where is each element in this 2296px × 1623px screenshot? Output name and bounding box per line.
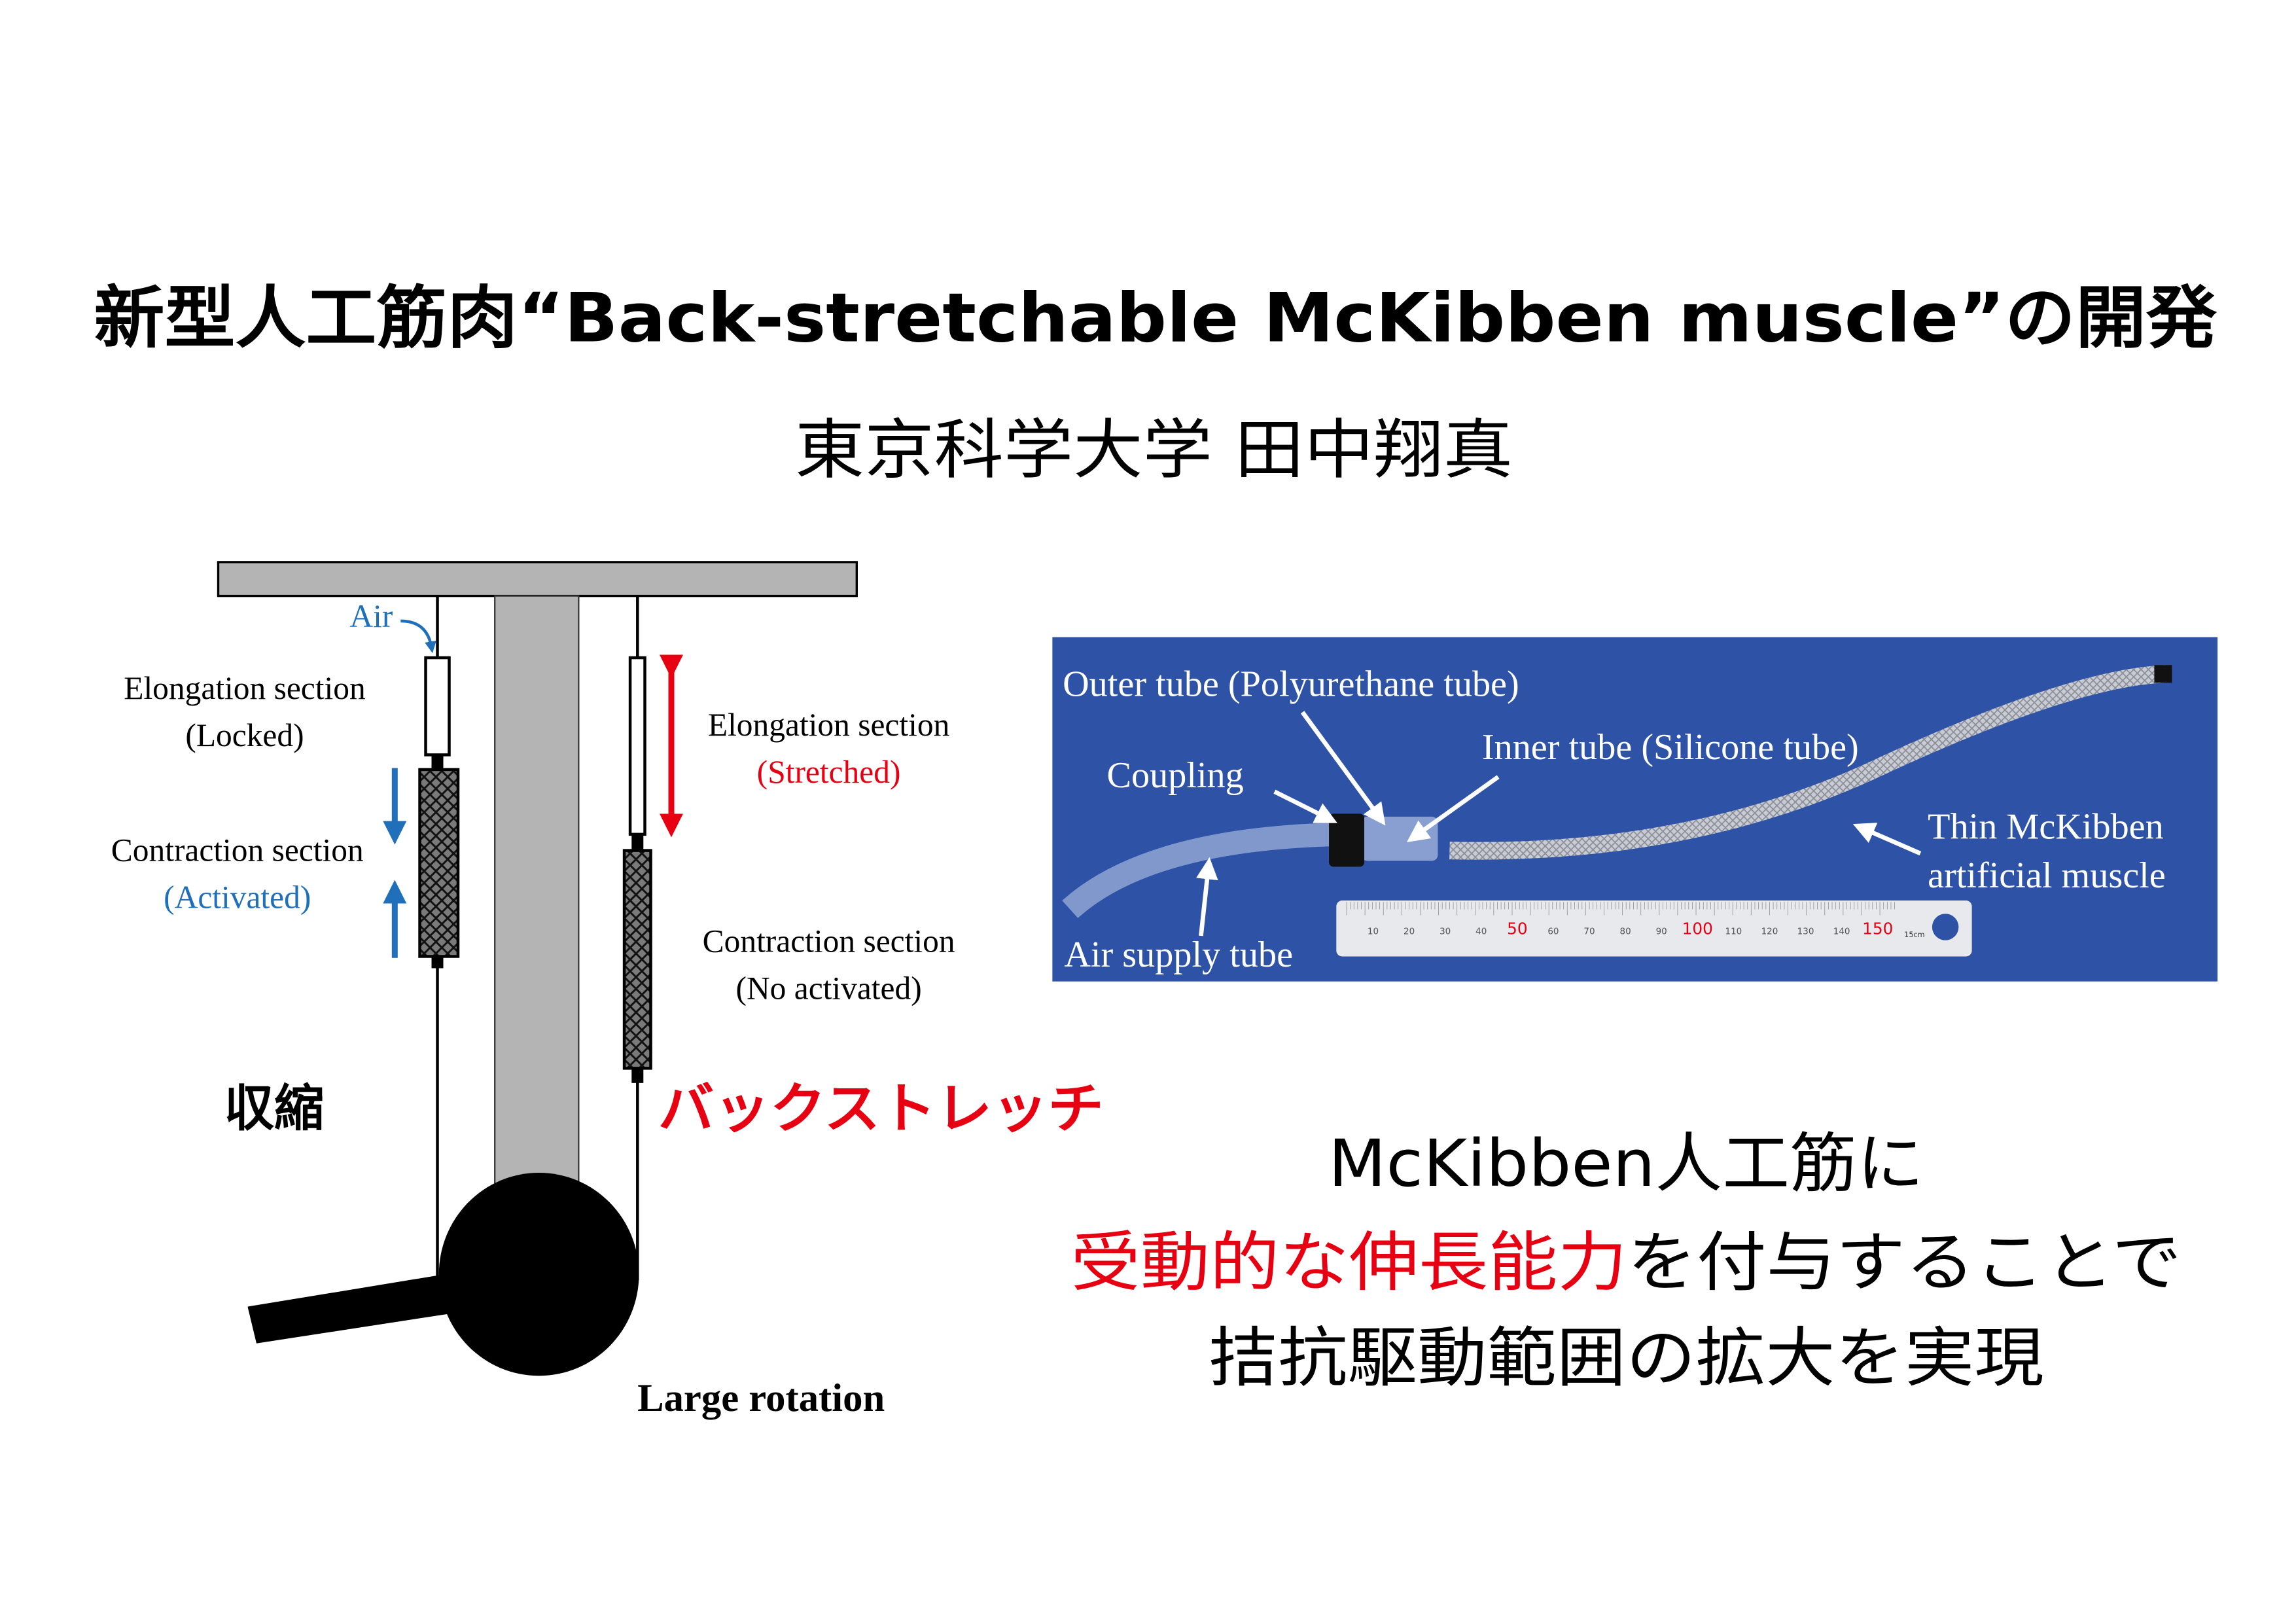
- summary-line3: 拮抗駆動範囲の拡大を実現: [1209, 1321, 2044, 1396]
- mechanism-diagram: Air Elongation section (Locked) Contract…: [111, 561, 1104, 1420]
- right-elongation-state: (Stretched): [757, 754, 901, 790]
- ruler-number: 20: [1404, 927, 1415, 937]
- ruler-number: 60: [1547, 927, 1559, 937]
- ruler-number: 100: [1682, 919, 1713, 938]
- air-supply-label: Air supply tube: [1064, 935, 1293, 975]
- ceiling-bar: [217, 561, 858, 597]
- left-contraction-label: Contraction section: [111, 832, 364, 868]
- left-connector: [431, 755, 444, 770]
- coupling-pointer: [1273, 789, 1337, 823]
- outer-tube-pointer: [1300, 711, 1386, 826]
- page-title: 新型人工筋肉“Back-stretchable McKibben muscle”…: [94, 279, 2217, 358]
- ruler-hole: [1932, 914, 1959, 940]
- summary-line2: 受動的な伸長能力を付与することで: [1070, 1225, 2181, 1300]
- air-label: Air: [349, 598, 393, 634]
- author-affiliation: 東京科学大学 田中翔真: [795, 413, 1513, 488]
- muscle-pointer: [1852, 823, 1922, 856]
- ruler: [1336, 901, 1972, 957]
- ruler-number: 50: [1507, 919, 1527, 938]
- summary-highlight: 受動的な伸長能力: [1070, 1225, 1627, 1300]
- inner-tube-pointer: [1406, 775, 1500, 842]
- right-elongation-section: [628, 656, 646, 836]
- coupling: [1329, 813, 1365, 867]
- right-connector: [631, 834, 644, 851]
- thin-mckibben-muscle: [1449, 665, 2166, 860]
- outer-tube-label: Outer tube (Polyurethane tube): [1063, 664, 1519, 704]
- summary-line2-rest: を付与することで: [1627, 1225, 2181, 1300]
- muscle-photo: 10 20 30 40 50 60 70 80 90 100 110 120 130 140 150 15c…: [1052, 637, 2218, 982]
- right-contraction-state: (No activated): [735, 971, 921, 1007]
- ruler-number: 150: [1862, 919, 1893, 938]
- right-contraction-section: [622, 849, 652, 1070]
- summary-line1: McKibben人工筋に: [1328, 1126, 1924, 1202]
- air-arrow-icon: [400, 619, 436, 654]
- left-elongation-section: [424, 656, 451, 757]
- air-supply-pointer: [1196, 857, 1218, 936]
- right-contraction-label: Contraction section: [703, 923, 955, 959]
- ruler-number: 80: [1620, 927, 1631, 937]
- air-supply-tube: [1062, 822, 1340, 918]
- ruler-number: 110: [1725, 927, 1742, 937]
- left-connector-bottom: [431, 956, 444, 969]
- ruler-number: 90: [1656, 927, 1667, 937]
- outer-tube: [1361, 816, 1438, 861]
- left-contraction-state: (Activated): [164, 879, 311, 915]
- support-column: [494, 595, 580, 1215]
- contraction-jp-label: 収縮: [224, 1080, 325, 1138]
- ruler-number: 70: [1583, 927, 1595, 937]
- ruler-number: 40: [1475, 927, 1487, 937]
- inner-tube-label: Inner tube (Silicone tube): [1482, 727, 1859, 768]
- lever-arm: [247, 1274, 448, 1344]
- ruler-number: 130: [1797, 927, 1814, 937]
- right-connector-bottom: [631, 1068, 644, 1083]
- ruler-number: 10: [1368, 927, 1379, 937]
- coupling-label: Coupling: [1107, 755, 1244, 796]
- ruler-number: 140: [1833, 927, 1850, 937]
- ruler-unit: 15cm: [1904, 931, 1924, 939]
- backstretch-jp-label: バックストレッチ: [658, 1077, 1104, 1140]
- left-contraction-section: [418, 768, 460, 958]
- muscle-end-cap: [2154, 665, 2172, 683]
- left-elongation-label: Elongation section: [124, 670, 365, 706]
- muscle-label-line1: Thin McKibben: [1928, 807, 2164, 847]
- left-elongation-state: (Locked): [185, 717, 304, 753]
- ruler-number: 30: [1439, 927, 1451, 937]
- muscle-label-line2: artificial muscle: [1928, 855, 2166, 896]
- ruler-numbers: 10 20 30 40 50 60 70 80 90 100 110 120 130 140 150: [1346, 902, 1896, 938]
- large-rotation-label: Large rotation: [637, 1376, 885, 1420]
- pulley-joint: [438, 1172, 639, 1376]
- ruler-number: 120: [1761, 927, 1778, 937]
- summary: McKibben人工筋に 受動的な伸長能力を付与することで 拮抗駆動範囲の拡大を…: [1070, 1126, 2181, 1396]
- right-elongation-label: Elongation section: [708, 707, 949, 743]
